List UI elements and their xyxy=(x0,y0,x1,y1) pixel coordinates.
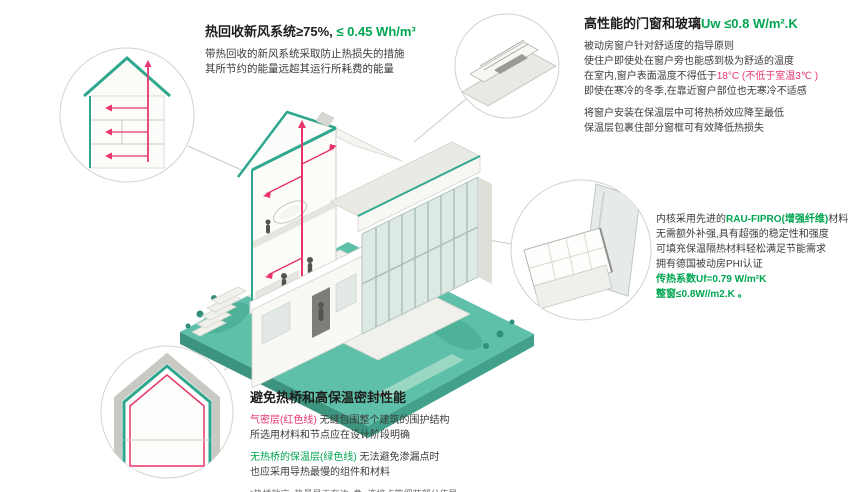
wing-side-face xyxy=(478,177,492,284)
ventilation-body-line: 带热回收的新风系统采取防止热损失的措施 xyxy=(205,47,405,60)
windows-body-line: 被动房窗户针对舒适度的指导原则 xyxy=(584,40,734,52)
floor-slab-cut xyxy=(252,200,336,249)
windows-body-line: 即使在寒冷的冬季,在靠近窗户部位也无寒冷不适感 xyxy=(584,85,807,97)
ventilation-body-line: 其所节约的能量远超其运行所耗费的能量 xyxy=(205,63,394,76)
window xyxy=(261,301,291,345)
windows-text-block: 高性能的门窗和玻璃Uw ≤0.8 W/m².K 被动房窗户针对舒适度的指导原则 … xyxy=(584,14,862,136)
window-profile-drawing xyxy=(523,183,641,310)
windows-line3-note: (不低于室温3℃ ) xyxy=(739,70,819,82)
ventilation-title-main: 热回收新风系统≥75%, xyxy=(205,24,333,39)
windows-line3-temp: 18°C xyxy=(716,70,740,82)
windows-title-main: 高性能的门窗和玻璃 xyxy=(584,16,702,31)
windows-line3-pre: 在室内,窗户表面温度不得低于 xyxy=(584,70,717,82)
thermal-section-drawing xyxy=(114,352,220,470)
thermal-airtight-label: 气密层(红色线) xyxy=(250,414,317,426)
ground-floor-facade xyxy=(251,254,365,389)
ventilation-title-value: ≤ 0.45 Wh/m³ xyxy=(332,24,416,39)
profile-body-line: 内核采用先进的RAU-FIPRO(增强纤维)材料 xyxy=(656,212,865,227)
stairs xyxy=(191,286,247,337)
window xyxy=(335,273,357,313)
ventilation-text-block: 热回收新风系统≥75%, ≤ 0.45 Wh/m³ 带热回收的新风系统采取防止热… xyxy=(205,22,473,78)
profile-uf-value: 传热系数Uf=0.79 W/m²K xyxy=(656,274,767,285)
ventilation-title: 热回收新风系统≥75%, ≤ 0.45 Wh/m³ xyxy=(205,22,473,42)
garden-path xyxy=(376,354,464,400)
profile-text-block: 内核采用先进的RAU-FIPRO(增强纤维)材料 无需额外补强,具有超强的稳定性… xyxy=(656,212,865,302)
profile-body-line: 可填充保温隔热材料轻松满足节能需求 xyxy=(656,244,826,255)
thermal-title: 避免热桥和高保温密封性能 xyxy=(250,390,407,405)
red-duct-lines xyxy=(263,120,337,288)
thermal-body-line: 所选用材料和节点应在设计阶段明确 xyxy=(250,429,410,441)
person-at-door xyxy=(318,302,324,308)
ventilation-section-drawing xyxy=(83,55,171,169)
callout-circle-window-corner xyxy=(454,13,560,119)
callout-circle-window-profile xyxy=(510,179,652,321)
thermal-body-line: 无热桥的保温层(绿色线) 无法避免渗漏点时 xyxy=(250,450,580,465)
glass-wing xyxy=(329,141,492,335)
bathtub-inner xyxy=(279,204,301,220)
thermal-body-line: 气密层(红色线) 无缝包围整个建筑的围护结构 xyxy=(250,413,580,428)
callout-circle-ventilation xyxy=(59,47,195,183)
profile-body-line: 拥有德国被动房PHI认证 xyxy=(656,259,763,270)
thermal-line3-rest: 无法避免渗漏点时 xyxy=(356,451,440,463)
thermal-body-line: 也应采用导热最慢的组件和材料 xyxy=(250,466,390,478)
chimney xyxy=(315,111,335,128)
profile-uw-value: 整窗≤0.8W//m2.K 。 xyxy=(656,289,748,300)
thermal-line1-rest: 无缝包围整个建筑的围护结构 xyxy=(316,414,450,426)
roof-gable xyxy=(237,110,403,178)
profile-line1-material: RAU-FIPRO(增强纤维) xyxy=(726,214,829,225)
thermal-text-block: 避免热桥和高保温密封性能 气密层(红色线) 无缝包围整个建筑的围护结构 所选用材… xyxy=(250,388,580,492)
cutaway-interior xyxy=(251,120,337,311)
windows-body-line: 保温层包裹住部分窗框可有效降低热损失 xyxy=(584,122,764,134)
windows-body-line: 使住户即使处在窗户旁也能感到极为舒适的温度 xyxy=(584,55,794,67)
profile-line1-pre: 内核采用先进的 xyxy=(656,214,726,225)
windows-title: 高性能的门窗和玻璃Uw ≤0.8 W/m².K xyxy=(584,14,862,34)
window-corner-drawing xyxy=(461,39,557,107)
thermal-footnote: *热桥效应: 热量易于在边, 角, 连接点等细节部分传导 xyxy=(250,488,580,492)
callout-circle-thermal xyxy=(100,345,234,479)
leader-line-ventilation xyxy=(187,145,247,173)
thermal-insulation-label: 无热桥的保温层(绿色线) xyxy=(250,451,357,463)
person-figures xyxy=(265,219,313,290)
windows-title-value: Uw ≤0.8 W/m².K xyxy=(701,16,798,31)
leader-line-window-corner xyxy=(413,98,467,143)
profile-body-line: 无需额外补强,具有超强的稳定性和强度 xyxy=(656,229,829,240)
windows-body-line: 在室内,窗户表面温度不得低于18°C (不低于室温3℃ ) xyxy=(584,69,862,84)
windows-body-line: 将窗户安装在保温层中可将热桥效应降至最低 xyxy=(584,107,784,119)
profile-line1-post: 材料 xyxy=(828,214,849,225)
person-at-door-body xyxy=(318,308,324,321)
house-illustration xyxy=(180,110,534,438)
mullions xyxy=(361,182,479,327)
